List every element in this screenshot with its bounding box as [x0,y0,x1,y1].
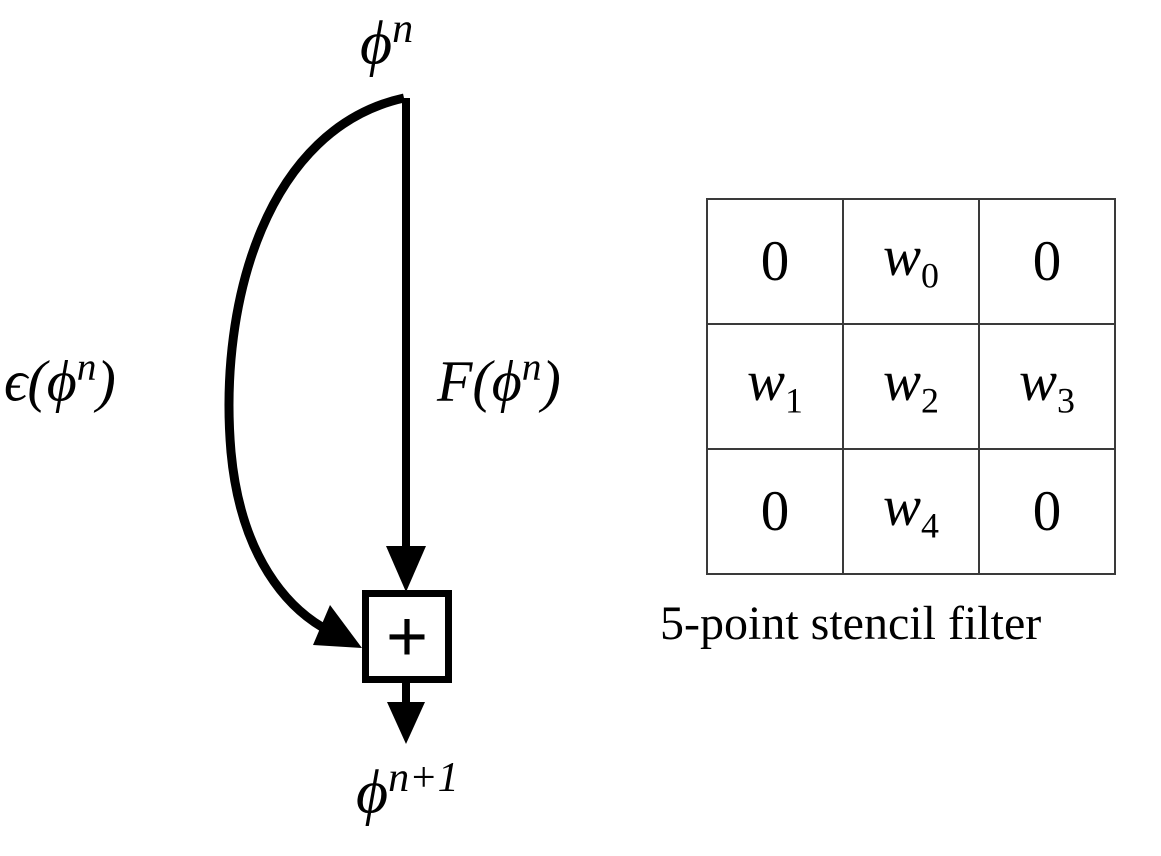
stencil-cell-value: 0 [1032,480,1062,543]
residual-arrow-head [313,605,362,648]
stencil-row: 0 w4 0 [706,448,1116,575]
stencil-filter-caption: 5-point stencil filter [660,597,1042,650]
residual-term-exponent: n [76,345,97,389]
stencil-cell-value: 0 [760,230,790,293]
residual-term-label: ϵ(ϕn) [4,345,116,414]
stencil-cell-value: w [747,350,786,414]
stencil-cell-r2-c1: w4 [842,448,980,575]
stencil-cell-r0-c0: 0 [706,198,844,325]
stencil-cell-value: 0 [760,480,790,543]
input-field-base: ϕ [360,9,393,78]
stencil-cell-r2-c2: 0 [978,448,1116,575]
stencil-cell-index: 1 [785,380,803,421]
output-field-base: ϕ [356,758,389,827]
residual-arrow [224,93,405,648]
stencil-cell-value: 0 [1032,230,1062,293]
summation-node: + [362,590,452,683]
stencil-cell-index: 3 [1057,380,1075,421]
operator-term-suffix: ) [541,348,561,414]
operator-term-prefix: F( [437,348,492,414]
stencil-cell-index: 2 [921,380,939,421]
stencil-cell-index: 0 [921,255,939,296]
residual-arrow-shaft [224,93,405,631]
plus-symbol: + [385,596,429,677]
residual-term-suffix: ) [96,348,116,414]
input-field-exponent: n [392,5,414,52]
stencil-cell-r1-c0: w1 [706,323,844,450]
residual-term-prefix: ϵ( [4,348,47,414]
operator-term-label: F(ϕn) [437,345,561,414]
stencil-cell-r1-c1: w2 [842,323,980,450]
residual-term-base: ϕ [46,348,77,414]
stencil-cell-value: w [883,225,922,289]
forward-arrow [386,98,426,592]
stencil-cell-r1-c2: w3 [978,323,1116,450]
stencil-cell-value: w [883,475,922,539]
output-arrow [387,683,425,744]
input-field-label: ϕn [360,5,414,78]
forward-arrow-head [386,546,426,592]
output-arrow-head [387,702,425,744]
stencil-cell-value: w [883,350,922,414]
stencil-cell-index: 4 [921,505,939,546]
operator-term-exponent: n [521,345,542,389]
stencil-cell-r2-c0: 0 [706,448,844,575]
stencil-cell-value: w [1019,350,1058,414]
output-field-exponent: n+1 [388,754,459,801]
output-field-label: ϕn+1 [356,754,459,827]
stencil-cell-r0-c2: 0 [978,198,1116,325]
stencil-cell-r0-c1: w0 [842,198,980,325]
operator-term-base: ϕ [491,348,522,414]
